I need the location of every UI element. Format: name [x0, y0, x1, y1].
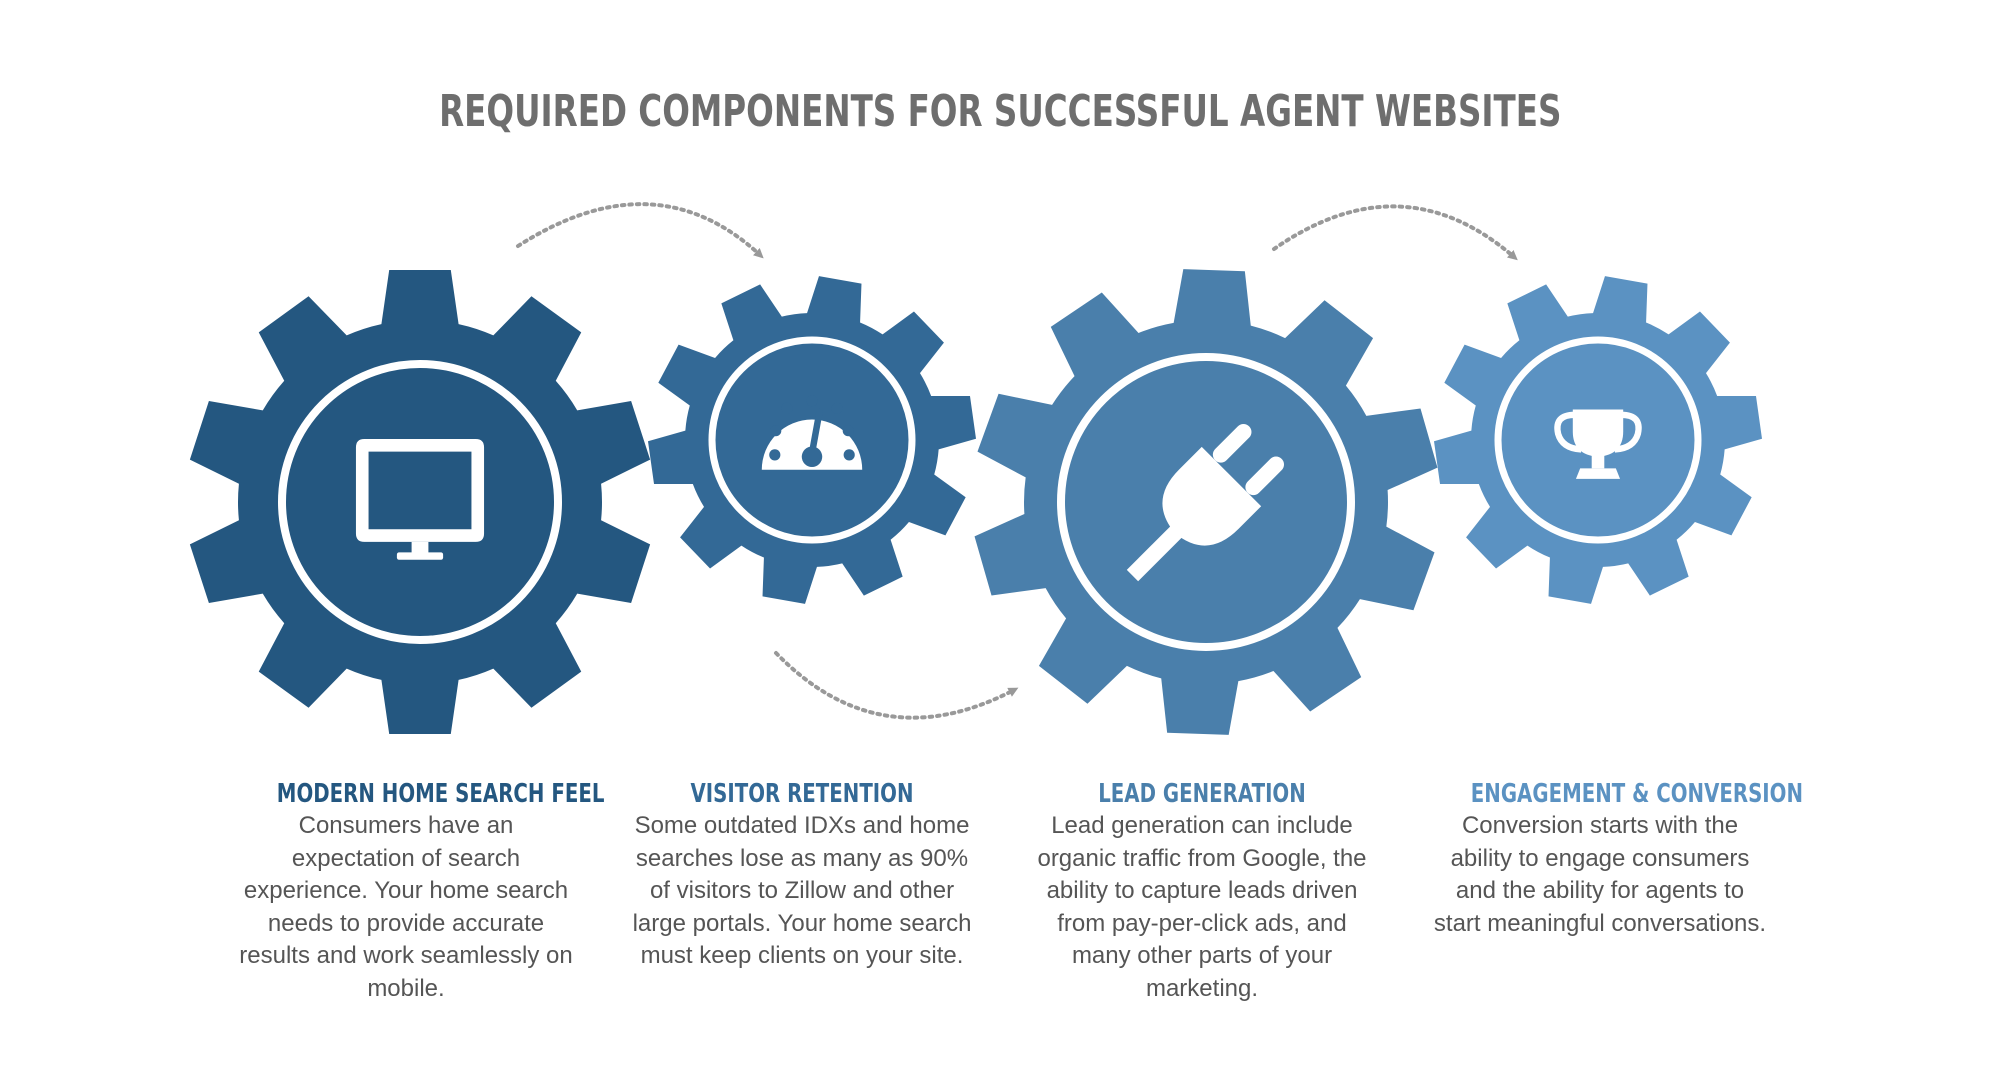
- gear-body: [189, 270, 651, 734]
- gear-lead-generation: [974, 269, 1438, 735]
- speedometer-icon: [761, 395, 863, 470]
- page-title: REQUIRED COMPONENTS FOR SUCCESSFUL AGENT…: [439, 86, 1562, 137]
- gear-engagement-conversion: [1434, 276, 1762, 604]
- gear-modern-home-search: [189, 270, 651, 734]
- component-description: Lead generation can include organic traf…: [1037, 812, 1367, 1002]
- trophy-icon: [1554, 409, 1642, 479]
- monitor-icon: [355, 439, 485, 560]
- gear-ring: [278, 360, 562, 644]
- gear-ring: [1494, 336, 1702, 544]
- component-description: Consumers have an expectation of search …: [239, 812, 573, 1002]
- gear-ring: [1057, 353, 1355, 651]
- component-description: Some outdated IDXs and home searches los…: [632, 812, 972, 969]
- plug-icon: [1126, 423, 1285, 582]
- component-engagement-conversion: ENGAGEMENT & CONVERSION Conversion start…: [1430, 778, 1804, 940]
- component-description: Conversion starts with the ability to en…: [1433, 812, 1767, 937]
- gear-ring: [708, 336, 916, 544]
- component-heading: MODERN HOME SEARCH FEEL: [276, 779, 605, 809]
- connector-arrow-2-3: [774, 651, 1019, 720]
- connector-arrow-3-4: [1272, 204, 1518, 261]
- component-heading: ENGAGEMENT & CONVERSION: [1470, 779, 1804, 809]
- component-modern-home-search: MODERN HOME SEARCH FEEL Consumers have a…: [236, 778, 605, 1005]
- component-heading: LEAD GENERATION: [1098, 779, 1306, 809]
- component-visitor-retention: VISITOR RETENTION Some outdated IDXs and…: [632, 778, 972, 973]
- connector-arrow-1-2: [516, 202, 764, 259]
- component-lead-generation: LEAD GENERATION Lead generation can incl…: [1032, 778, 1372, 1005]
- component-heading: VISITOR RETENTION: [690, 779, 914, 809]
- gear-visitor-retention: [648, 276, 976, 604]
